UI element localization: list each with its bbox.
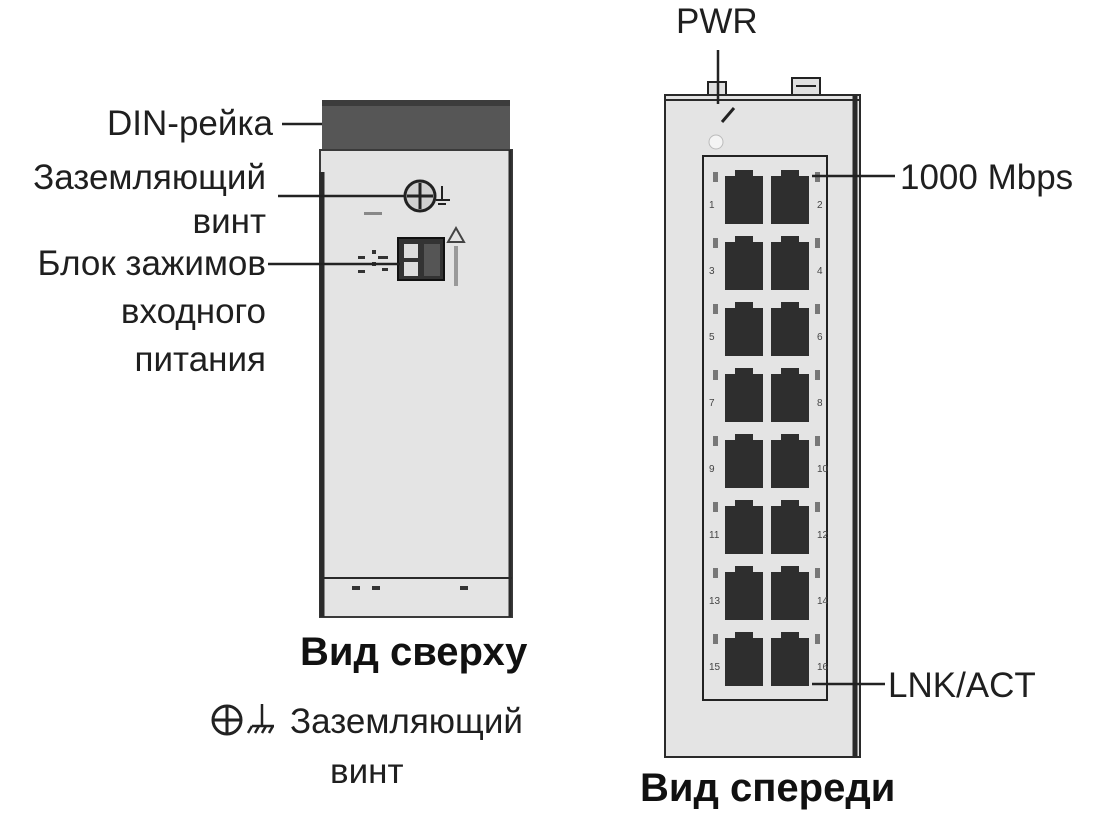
ground-screw-icon bbox=[403, 179, 437, 213]
rj45-port-16 bbox=[771, 632, 809, 686]
port-led-6 bbox=[815, 304, 820, 314]
rj45-port-4 bbox=[771, 236, 809, 290]
label-power-block-line2: входного bbox=[120, 292, 266, 331]
rj45-port-2 bbox=[771, 170, 809, 224]
port-number-7: 7 bbox=[709, 398, 715, 409]
port-number-10: 10 bbox=[817, 464, 829, 475]
power-terminal-block bbox=[397, 237, 445, 281]
port-number-14: 14 bbox=[817, 596, 829, 607]
rj45-port-12 bbox=[771, 500, 809, 554]
port-number-1: 1 bbox=[709, 200, 715, 211]
port-led-15 bbox=[713, 634, 718, 644]
legend-ground-screw-line1: Заземляющий bbox=[290, 702, 523, 741]
port-number-13: 13 bbox=[709, 596, 721, 607]
label-power-block-line1: Блок зажимов bbox=[37, 244, 267, 283]
port-led-3 bbox=[713, 238, 718, 248]
port-led-10 bbox=[815, 436, 820, 446]
port-led-8 bbox=[815, 370, 820, 380]
port-number-11: 11 bbox=[709, 530, 720, 541]
rj45-port-8 bbox=[771, 368, 809, 422]
port-number-3: 3 bbox=[709, 266, 715, 277]
pwr-led-icon bbox=[708, 107, 736, 150]
port-led-11 bbox=[713, 502, 718, 512]
rj45-port-10 bbox=[771, 434, 809, 488]
legend-ground-symbol bbox=[211, 704, 275, 736]
front-view-leaders bbox=[716, 50, 895, 686]
port-led-7 bbox=[713, 370, 718, 380]
rj45-port-3 bbox=[725, 236, 763, 290]
port-panel bbox=[702, 155, 828, 701]
label-ground-screw-line1: Заземляющий bbox=[33, 158, 266, 197]
port-number-6: 6 bbox=[817, 332, 823, 343]
port-led-13 bbox=[713, 568, 718, 578]
port-led-14 bbox=[815, 568, 820, 578]
port-led-1 bbox=[713, 172, 718, 182]
caption-top-view: Вид сверху bbox=[300, 630, 528, 674]
rj45-port-1 bbox=[725, 170, 763, 224]
label-din-rail: DIN-рейка bbox=[107, 104, 273, 143]
warning-triangle-icon bbox=[446, 225, 466, 286]
port-number-16: 16 bbox=[817, 662, 829, 673]
rj45-port-7 bbox=[725, 368, 763, 422]
rj45-port-6 bbox=[771, 302, 809, 356]
label-1000mbps: 1000 Mbps bbox=[900, 158, 1074, 197]
rj45-port-14 bbox=[771, 566, 809, 620]
top-view-body bbox=[319, 149, 513, 618]
rj45-port-15 bbox=[725, 632, 763, 686]
din-rail bbox=[322, 100, 510, 150]
rj45-port-5 bbox=[725, 302, 763, 356]
port-number-5: 5 bbox=[709, 332, 715, 343]
port-led-12 bbox=[815, 502, 820, 512]
port-led-4 bbox=[815, 238, 820, 248]
port-number-2: 2 bbox=[817, 200, 823, 211]
top-view-leaders bbox=[268, 122, 405, 266]
top-view-device bbox=[319, 100, 513, 618]
caption-front-view: Вид спереди bbox=[640, 766, 896, 810]
label-pwr: PWR bbox=[676, 2, 758, 41]
port-number-12: 12 bbox=[817, 530, 829, 541]
port-led-9 bbox=[713, 436, 718, 446]
rj45-port-11 bbox=[725, 500, 763, 554]
port-number-9: 9 bbox=[709, 464, 715, 475]
port-number-8: 8 bbox=[817, 398, 823, 409]
port-led-5 bbox=[713, 304, 718, 314]
rj45-port-13 bbox=[725, 566, 763, 620]
port-led-16 bbox=[815, 634, 820, 644]
label-power-block-line3: питания bbox=[134, 340, 266, 379]
label-lnk-act: LNK/ACT bbox=[888, 666, 1036, 705]
earth-symbol-icon bbox=[436, 186, 450, 205]
rj45-port-9 bbox=[725, 434, 763, 488]
label-ground-screw-line2: винт bbox=[192, 202, 266, 241]
legend-ground-screw-line2: винт bbox=[330, 752, 404, 791]
port-number-15: 15 bbox=[709, 662, 721, 673]
port-number-4: 4 bbox=[817, 266, 823, 277]
